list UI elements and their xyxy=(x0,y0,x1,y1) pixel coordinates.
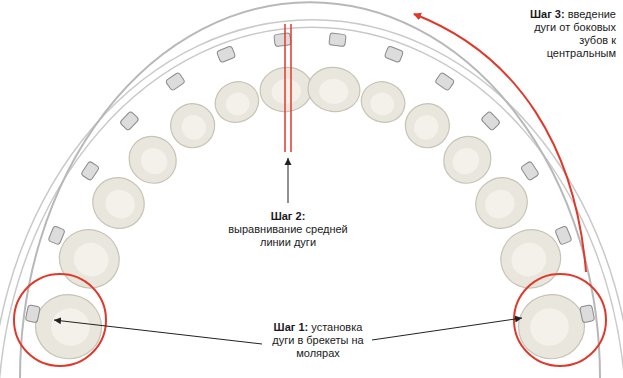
bracket xyxy=(25,305,40,323)
tooth-highlight xyxy=(318,77,350,105)
tooth xyxy=(355,75,411,128)
leader-line xyxy=(372,318,522,340)
step-note: Шаг 3: введение дуги от боковых зубов к … xyxy=(520,8,616,60)
highlight-circle xyxy=(514,274,606,366)
step-number: Шаг 2: xyxy=(228,210,348,223)
bracket xyxy=(274,33,291,47)
arch-wires xyxy=(0,24,623,378)
outer-wire xyxy=(0,24,623,378)
step-description: выравнивание средней линии дуги xyxy=(228,223,348,248)
bracket xyxy=(48,226,65,245)
step-note: Шаг 2: выравнивание средней линии дуги xyxy=(228,210,348,249)
bracket xyxy=(520,161,539,181)
tooth-highlight xyxy=(69,238,114,282)
tooth-highlight xyxy=(135,142,172,179)
leader-line xyxy=(54,320,262,344)
bracket xyxy=(435,72,455,91)
step-number: Шаг 3: xyxy=(530,8,565,20)
highlight-circle xyxy=(14,274,106,366)
tooth xyxy=(30,289,108,365)
bracket xyxy=(481,111,501,131)
tooth-highlight xyxy=(177,110,211,144)
arch-wire xyxy=(20,2,600,378)
tooth xyxy=(83,168,154,238)
bracket xyxy=(216,46,235,63)
tooth-highlight xyxy=(100,184,140,224)
brackets xyxy=(20,2,600,378)
step-number: Шаг 1: xyxy=(274,321,309,333)
tooth-highlight xyxy=(506,238,551,282)
tooth-highlight xyxy=(367,89,398,119)
tooth xyxy=(209,75,265,128)
tooth xyxy=(305,64,362,114)
leader-line xyxy=(288,158,289,203)
midline xyxy=(290,24,292,152)
tooth-highlight xyxy=(270,77,302,105)
midline xyxy=(284,24,286,152)
bracket xyxy=(329,33,346,47)
bracket xyxy=(384,46,403,63)
teeth xyxy=(30,64,591,364)
bracket xyxy=(120,111,140,131)
bracket xyxy=(81,161,100,181)
tooth-highlight xyxy=(222,89,253,119)
outer-wire-core xyxy=(0,24,623,378)
tooth-highlight xyxy=(527,305,573,349)
tooth-highlight xyxy=(48,305,94,349)
bracket xyxy=(580,305,595,323)
tooth-highlight xyxy=(409,110,443,144)
tooth-highlight xyxy=(447,142,484,179)
tooth-highlight xyxy=(480,184,520,224)
bracket xyxy=(165,72,185,91)
tooth xyxy=(513,289,591,365)
bracket xyxy=(555,226,572,245)
tooth xyxy=(466,168,537,238)
tooth xyxy=(258,64,315,114)
step-note: Шаг 1: установка дуги в брекеты на моляр… xyxy=(263,321,373,360)
